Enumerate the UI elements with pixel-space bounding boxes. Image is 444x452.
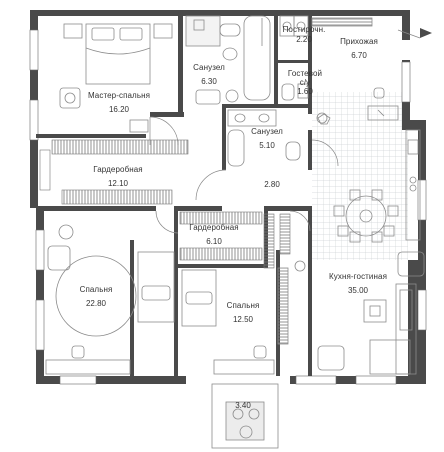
bedroom-2-desk xyxy=(213,267,289,375)
bathroom-2-fixtures xyxy=(227,109,331,167)
label-master-bedroom: Мастер-спальня 16.20 xyxy=(87,91,151,114)
master-bed xyxy=(63,23,173,85)
living-sofa xyxy=(369,283,417,375)
bedroom-1-rug xyxy=(55,255,137,337)
label-wardrobe-2: Гардеробная 6.10 xyxy=(189,223,239,246)
bathroom-1-fixtures xyxy=(185,15,271,105)
label-bathroom-1: Санузел 6.30 xyxy=(193,63,225,86)
label-balcony: 3.40 xyxy=(235,401,251,410)
label-wardrobe-1: Гардеробная 12.10 xyxy=(93,165,143,188)
wardrobe-2-racks xyxy=(179,211,291,269)
master-tv-console xyxy=(129,119,149,133)
label-bathroom-2: Санузел 5.10 xyxy=(251,127,283,150)
hall-furniture xyxy=(311,17,399,121)
coffee-table xyxy=(363,299,387,323)
label-corridor: 2.80 xyxy=(264,180,280,189)
bedroom-2-bed xyxy=(181,269,217,327)
bedroom-1-desk xyxy=(45,224,131,375)
entrance-arrow-icon xyxy=(420,28,432,38)
living-armchairs xyxy=(317,251,425,371)
guest-wc-fixtures xyxy=(281,83,309,101)
laundry-machines xyxy=(279,15,309,37)
label-laundry: Постирочн. 2.20 xyxy=(282,25,326,44)
label-kitchen-living: Кухня-гостиная 35.00 xyxy=(329,272,387,295)
balcony xyxy=(211,383,279,449)
bedroom-1-bed xyxy=(137,251,175,323)
windows xyxy=(29,29,427,385)
label-bedroom-1: Спальня 22.80 xyxy=(79,285,113,308)
label-hall: Прихожая 6.70 xyxy=(340,37,378,60)
dining-table xyxy=(333,189,399,243)
master-armchair xyxy=(59,87,81,109)
label-bedroom-2: Спальня 12.50 xyxy=(226,301,260,324)
living-plant xyxy=(294,112,328,272)
wardrobe-1-racks xyxy=(39,139,189,205)
kitchen-counter xyxy=(405,129,421,241)
label-guest-wc: Гостевой с/у 1.60 xyxy=(287,69,323,96)
